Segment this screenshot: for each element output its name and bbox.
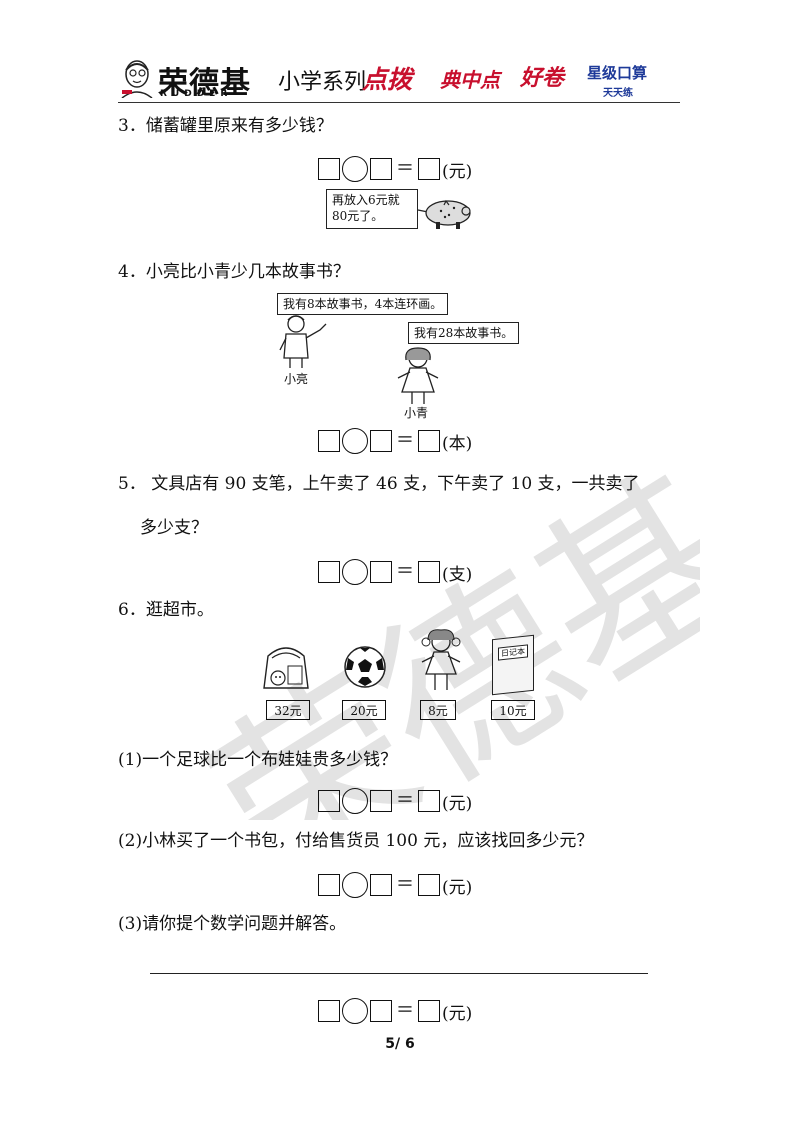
equals-sign: ＝ (396, 1000, 414, 1021)
price-tag-football: 20元 (342, 700, 386, 720)
series-title: 小学系列 (278, 70, 367, 95)
q6-sub3-equation: ＝ (元) (318, 998, 472, 1024)
logo-face-icon (121, 60, 153, 98)
q4-equation: ＝ (本) (318, 428, 472, 454)
q5-text-line2: 多少支？ (140, 518, 208, 538)
slogan-haojuan: 好卷 (520, 66, 565, 91)
page-number: 5/ 6 (385, 1036, 415, 1052)
answer-box[interactable] (318, 158, 340, 180)
bubble-line: 80元了。 (332, 209, 384, 223)
answer-box[interactable] (370, 158, 392, 180)
answer-box[interactable] (318, 1000, 340, 1022)
unit-label: (元) (442, 161, 473, 182)
answer-box[interactable] (370, 874, 392, 896)
unit-label: (元) (442, 877, 473, 898)
q5-text-line1: 5． 文具店有 90 支笔，上午卖了 46 支，下午卖了 10 支，一共卖了 (118, 474, 640, 494)
result-box[interactable] (418, 561, 440, 583)
answer-writing-line[interactable] (150, 973, 648, 974)
boy-xiaoliang-icon (279, 315, 327, 368)
result-box[interactable] (418, 1000, 440, 1022)
answer-box[interactable] (370, 790, 392, 812)
answer-box[interactable] (370, 561, 392, 583)
equals-sign: ＝ (396, 561, 414, 582)
header-divider (118, 102, 680, 103)
piggy-bank-icon (417, 199, 471, 229)
answer-box[interactable] (370, 1000, 392, 1022)
football-icon (344, 646, 386, 688)
q6-sub1-equation: ＝ (元) (318, 788, 472, 814)
price-tag-doll: 8元 (420, 700, 456, 720)
bubble-line: 再放入6元就 (332, 193, 400, 207)
unit-label: (支) (442, 564, 473, 585)
answer-box[interactable] (370, 430, 392, 452)
girl-xiaoqing-icon (397, 347, 439, 404)
q3-text: 3．储蓄罐里原来有多少钱？ (118, 116, 333, 136)
q6-text: 6．逛超市。 (118, 600, 214, 620)
answer-box[interactable] (318, 561, 340, 583)
unit-label: (元) (442, 793, 473, 814)
q4-bubble-girl: 我有28本故事书。 (408, 322, 520, 344)
result-box[interactable] (418, 430, 440, 452)
q3-speech-bubble: 再放入6元就 80元了。 (326, 189, 418, 229)
operator-circle[interactable] (342, 872, 368, 898)
answer-box[interactable] (318, 790, 340, 812)
doll-icon (421, 629, 461, 690)
brand-sub: RUDDER (160, 89, 233, 99)
result-box[interactable] (418, 790, 440, 812)
q6-sub2-equation: ＝ (元) (318, 872, 472, 898)
q3-equation: ＝ (元) (318, 156, 472, 182)
q6-sub1-text: (1)一个足球比一个布娃娃贵多少钱？ (118, 750, 398, 770)
result-box[interactable] (418, 874, 440, 896)
notebook-label: 日记本 (498, 644, 528, 661)
operator-circle[interactable] (342, 559, 368, 585)
equals-sign: ＝ (396, 158, 414, 179)
price-tag-notebook: 10元 (491, 700, 535, 720)
q4-bubble-boy: 我有8本故事书，4本连环画。 (277, 293, 449, 315)
operator-circle[interactable] (342, 156, 368, 182)
operator-circle[interactable] (342, 428, 368, 454)
q5-equation: ＝ (支) (318, 559, 472, 585)
header: 荣德基 RUDDER 小学系列 点拨 典中点 好卷 星级口算 天天练 (0, 0, 800, 110)
equals-sign: ＝ (396, 874, 414, 895)
brand-name: 荣德基 (158, 66, 251, 101)
q6-sub3-text: (3)请你提个数学问题并解答。 (118, 914, 347, 934)
slogan-dianzhongdian: 典中点 (440, 68, 500, 92)
schoolbag-icon (263, 647, 309, 689)
unit-label: (本) (442, 433, 473, 454)
equals-sign: ＝ (396, 430, 414, 451)
operator-circle[interactable] (342, 788, 368, 814)
operator-circle[interactable] (342, 998, 368, 1024)
name-xiaoqing: 小青 (404, 406, 429, 420)
slogan-dianbo: 点拨 (362, 65, 413, 94)
q6-sub2-text: (2)小林买了一个书包，付给售货员 100 元，应该找回多少元？ (118, 831, 594, 851)
result-box[interactable] (418, 158, 440, 180)
answer-box[interactable] (318, 874, 340, 896)
price-tag-schoolbag: 32元 (266, 700, 310, 720)
name-xiaoliang: 小亮 (284, 372, 309, 386)
answer-box[interactable] (318, 430, 340, 452)
equals-sign: ＝ (396, 790, 414, 811)
slogan-kousuan-sub: 天天练 (603, 88, 633, 99)
unit-label: (元) (442, 1003, 473, 1024)
slogan-kousuan: 星级口算 (587, 64, 648, 82)
q4-text: 4．小亮比小青少几本故事书？ (118, 262, 350, 282)
notebook-icon: 日记本 (492, 634, 534, 696)
